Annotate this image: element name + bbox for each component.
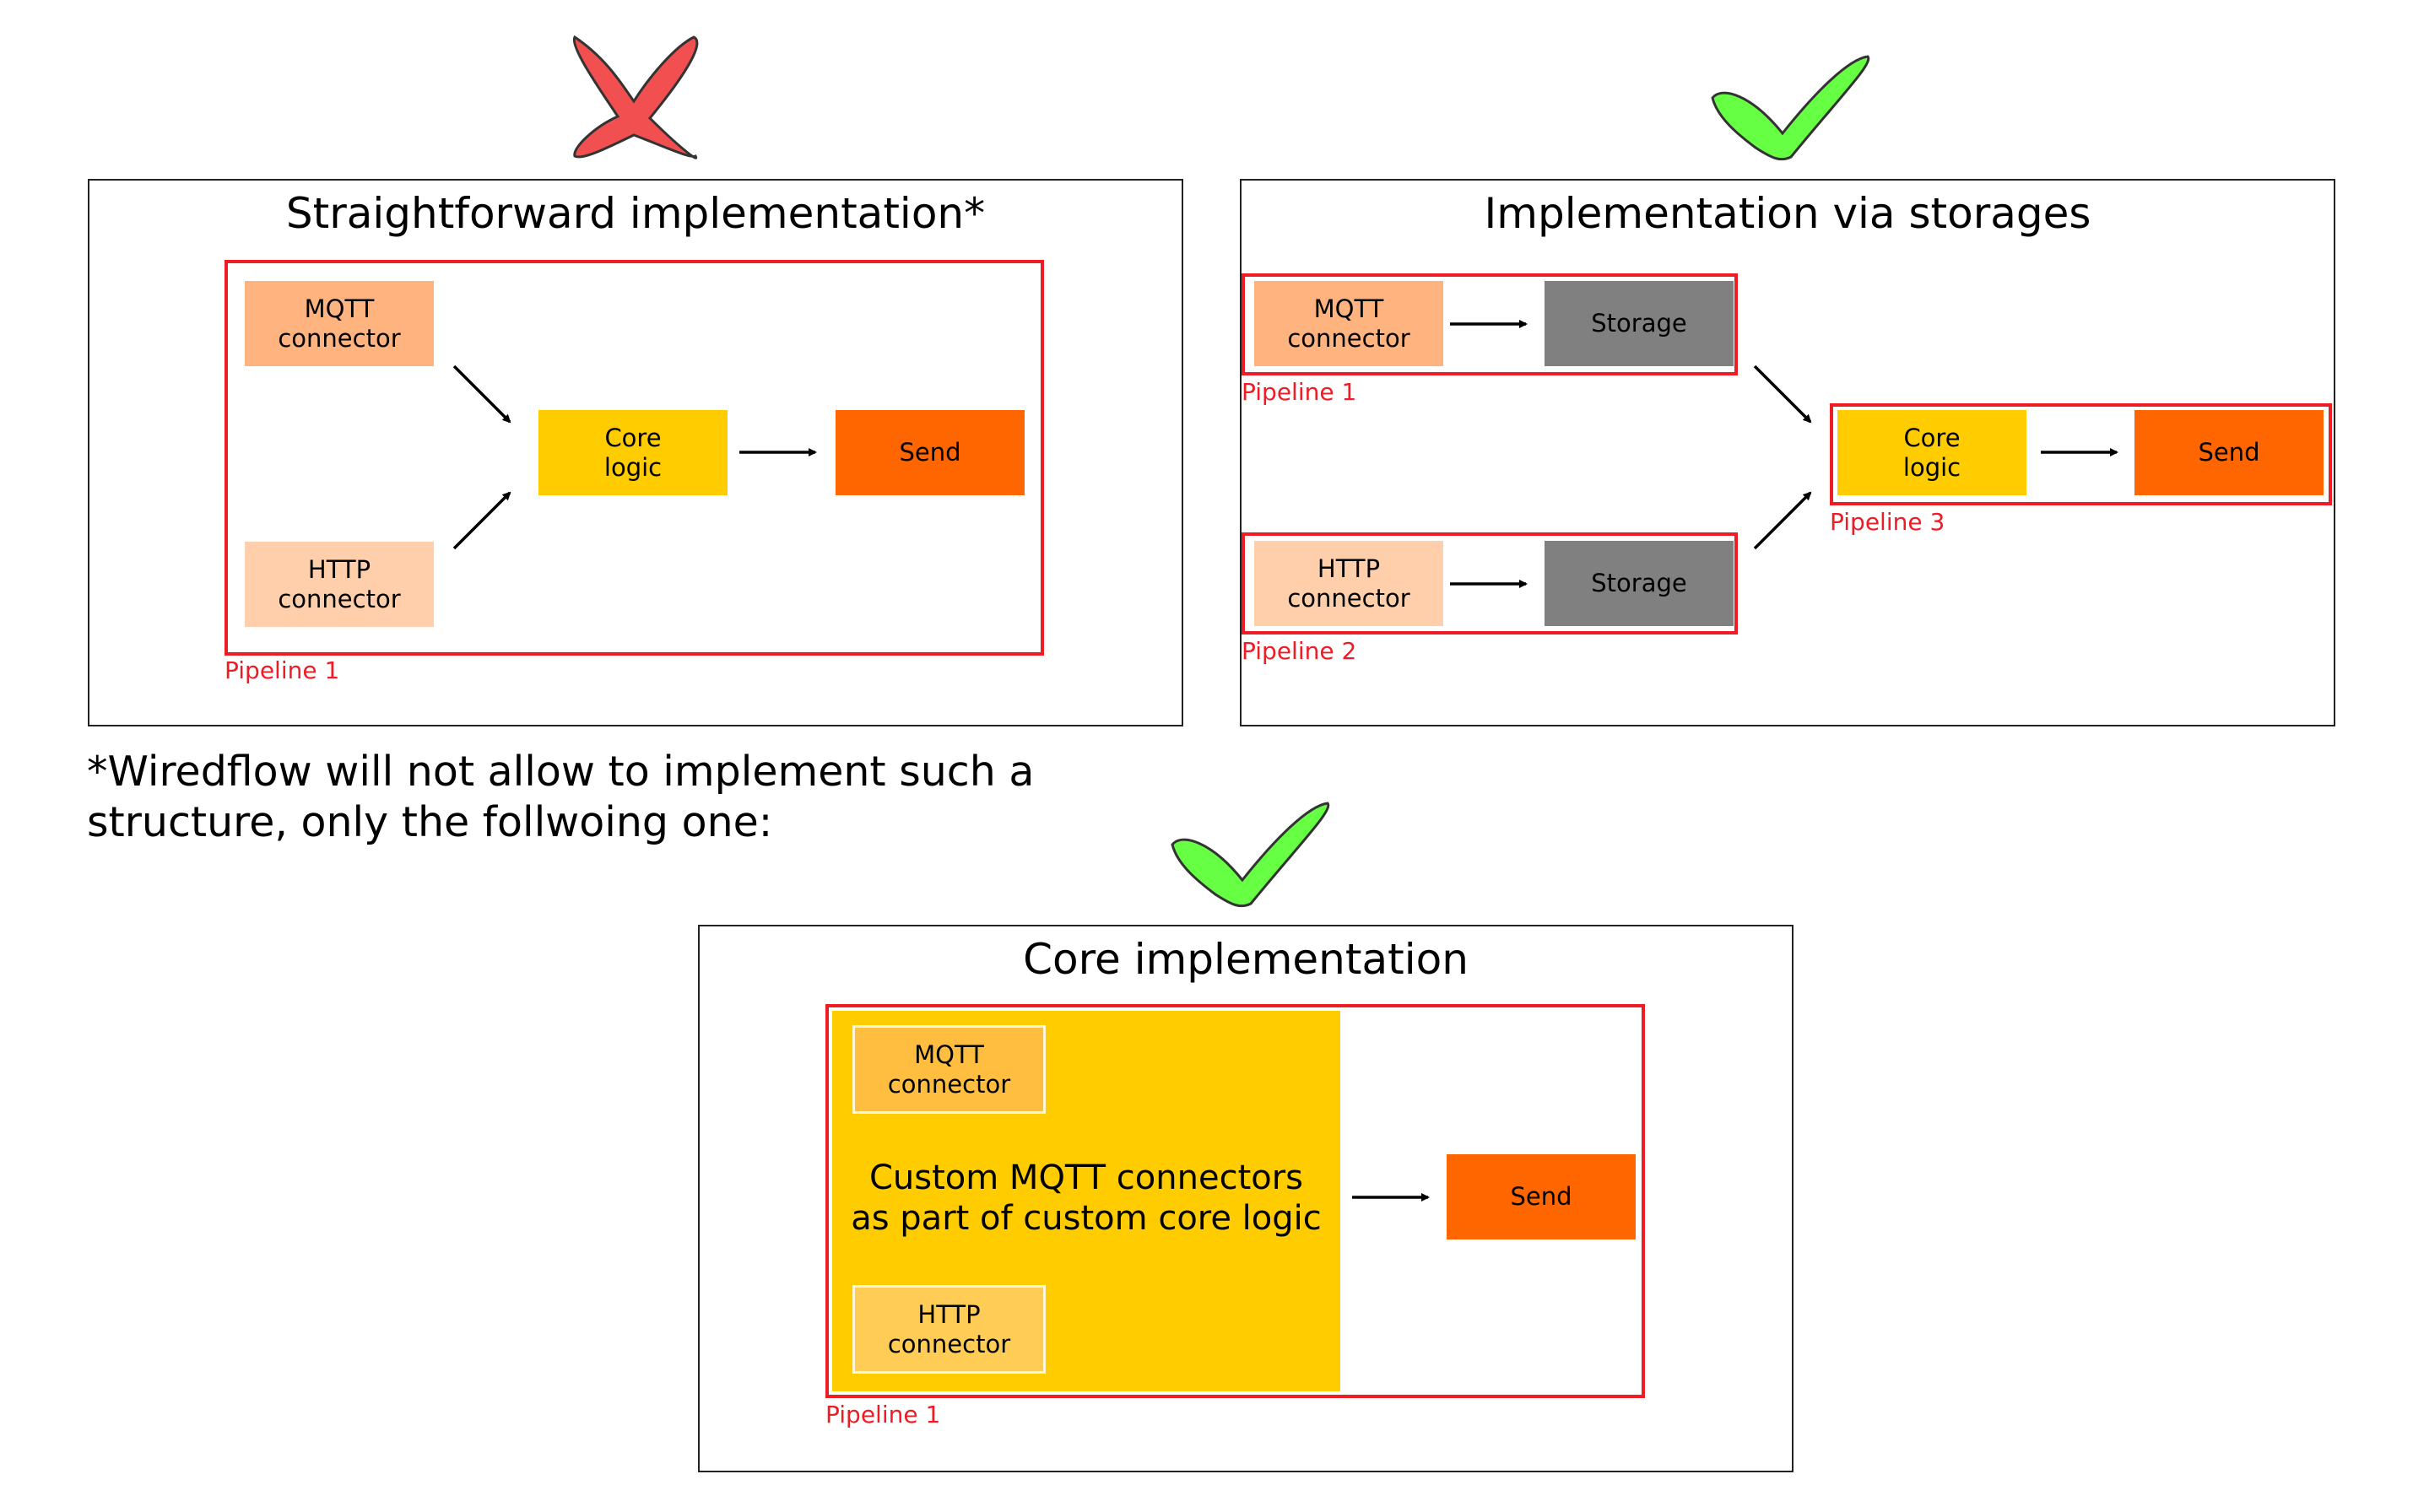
storages-mqtt-connector: MQTT connector [1254,281,1443,366]
wiredflow-note: *Wiredflow will not allow to implement s… [87,748,1035,846]
straightforward-http-connector: HTTP connector [245,542,434,627]
custom-core-logic-text: Custom MQTT connectors as part of custom… [851,1158,1322,1238]
storages-storage-1: Storage [1545,281,1734,366]
core-mqtt-connector: MQTT connector [852,1025,1046,1114]
straightforward-pipeline-frame [225,260,1044,656]
core-title: Core implementation [1023,935,1469,984]
arrow [1753,491,1812,550]
storages-pipeline3-frame [1830,403,2332,505]
storages-http-connector: HTTP connector [1254,541,1443,626]
straightforward-mqtt-connector: MQTT connector [245,281,434,366]
storages-pipeline3-label: Pipeline 3 [1830,508,1945,536]
storages-send: Send [2134,410,2324,495]
core-pipeline-label: Pipeline 1 [825,1401,941,1428]
straightforward-core-logic: Core logic [538,410,728,495]
arrow [452,364,511,424]
storages-pipeline1-frame [1242,273,1738,375]
storages-pipeline2-label: Pipeline 2 [1242,637,1357,665]
checkmark-icon [1711,55,1870,161]
storages-panel: Implementation via storages [1240,179,2335,726]
arrow [452,491,511,550]
straightforward-pipeline-label: Pipeline 1 [225,656,340,684]
storages-core-logic: Core logic [1837,410,2026,495]
storages-storage-2: Storage [1545,541,1734,626]
straightforward-send: Send [836,410,1025,495]
storages-pipeline1-label: Pipeline 1 [1242,378,1357,406]
storages-title: Implementation via storages [1484,189,2091,238]
core-http-connector: HTTP connector [852,1285,1046,1374]
core-pipeline-frame [825,1004,1645,1398]
checkmark-icon [1171,802,1330,908]
core-send: Send [1447,1154,1636,1239]
arrow [1753,364,1812,424]
storages-pipeline2-frame [1242,532,1738,634]
straightforward-title: Straightforward implementation* [285,189,986,238]
cross-icon [572,35,699,159]
